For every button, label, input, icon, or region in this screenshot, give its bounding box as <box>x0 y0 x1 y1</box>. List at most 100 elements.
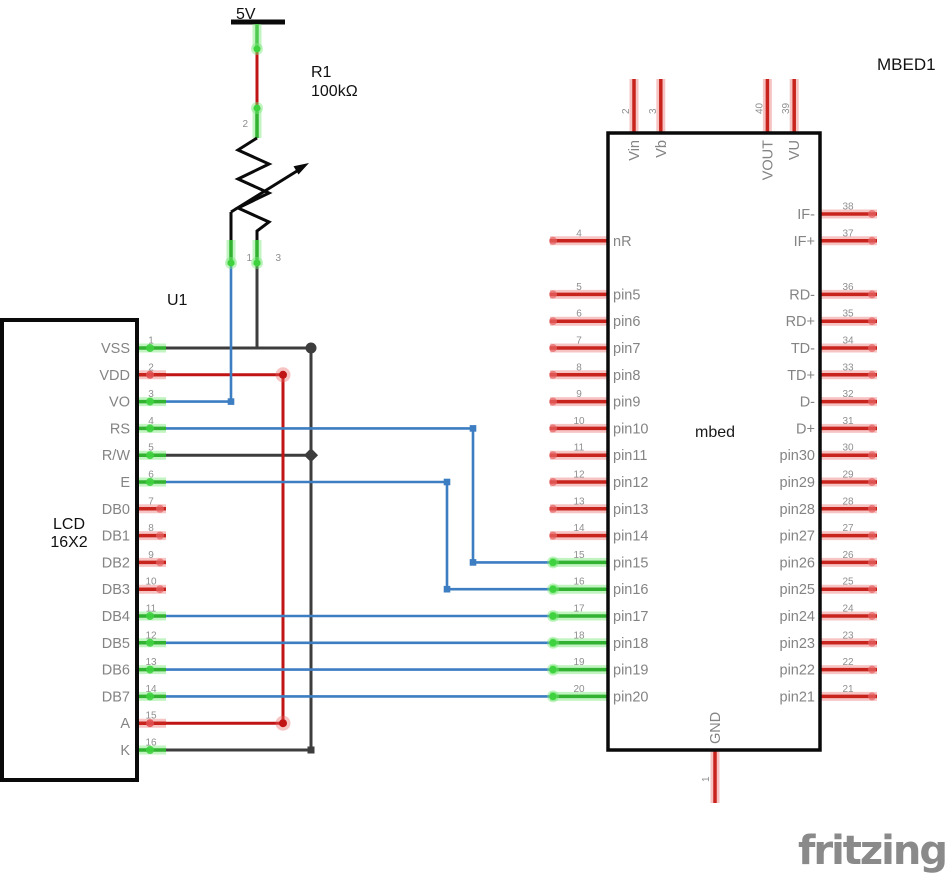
pin-number: 2 <box>621 108 632 114</box>
pin-label: GND <box>708 712 724 744</box>
wire-junction-diamond <box>303 448 319 463</box>
wire-bendpoint <box>443 478 451 486</box>
pin-number: 18 <box>573 630 585 641</box>
pin-connection-node <box>156 531 164 540</box>
wire-junction-dot-red <box>279 719 287 728</box>
pin-connection-node <box>156 585 164 594</box>
lcd-ref-label: U1 <box>167 292 188 309</box>
pin-label: pin12 <box>613 475 648 491</box>
mbed-ref-label: MBED1 <box>877 55 936 74</box>
pin-number: 17 <box>573 604 585 615</box>
pin-label: pin6 <box>613 314 640 330</box>
pin-label: pin11 <box>613 448 647 464</box>
pin-label: pin9 <box>613 395 640 411</box>
connection-node <box>549 639 557 647</box>
pin-number: 34 <box>842 336 854 347</box>
lcd-name-line2: 16X2 <box>50 534 87 551</box>
pin-label: E <box>120 475 130 491</box>
pin-label: pin24 <box>780 609 815 625</box>
pot-resistor-zigzag <box>234 136 273 240</box>
connection-node <box>227 259 235 267</box>
pin-label: pin22 <box>780 663 815 679</box>
pin-number: 7 <box>576 336 582 347</box>
connection-node <box>549 612 557 620</box>
pin-label: RD- <box>789 287 815 303</box>
pin-connection-node <box>868 317 876 326</box>
pin-connection-node <box>868 504 876 513</box>
mbed-label: mbed <box>695 424 735 441</box>
pin-number: 22 <box>842 657 854 668</box>
pin-label: DB6 <box>102 663 130 679</box>
wire-blue <box>152 265 233 403</box>
pin-connection-node <box>868 344 876 352</box>
pin-number: 37 <box>842 228 854 239</box>
pin-label: D+ <box>796 421 815 437</box>
pin-connection-node <box>146 612 154 620</box>
pin-text-layer: 1VSS2VDD3VO4RS5R/W6E7DB08DB19DB210DB311D… <box>99 102 854 782</box>
pot-wiper-arrow-line <box>230 169 298 214</box>
pin-label: Vb <box>654 140 670 158</box>
pin-number: 25 <box>842 577 854 588</box>
pin-label: A <box>120 716 130 732</box>
pin-number: 28 <box>842 496 854 507</box>
junction-layer <box>225 43 559 754</box>
pin-number: 11 <box>574 443 585 454</box>
pin-label: Vin <box>627 140 643 161</box>
pin-label: pin8 <box>613 368 640 384</box>
pin-connection-node <box>156 504 164 513</box>
pin-number: 8 <box>576 362 582 373</box>
pin-label: pin21 <box>780 689 815 705</box>
wire-layer <box>140 49 553 752</box>
pin-label: VU <box>787 140 803 160</box>
pin-number: 4 <box>148 416 154 427</box>
pin-connection-node <box>146 478 154 486</box>
pin-number: 11 <box>146 604 157 615</box>
pin-connection-node <box>549 317 557 326</box>
pin-number: 10 <box>145 577 157 588</box>
pin-label: VSS <box>101 341 130 357</box>
pin-label: K <box>120 743 130 759</box>
pin-connection-node <box>549 236 557 245</box>
pin-connection-node <box>146 397 154 406</box>
pin-connection-node <box>868 478 876 486</box>
pin-number: 21 <box>842 684 854 695</box>
pin-number: 1 <box>148 336 154 347</box>
connection-node <box>253 45 261 53</box>
pin-number: 16 <box>573 577 585 588</box>
pin-number: 6 <box>148 470 154 481</box>
pin-label: pin20 <box>613 689 648 705</box>
connection-node <box>253 104 261 112</box>
pin-connection-node <box>146 638 154 647</box>
pin-connection-node <box>146 370 154 379</box>
pin-number: 14 <box>573 523 585 534</box>
connection-node <box>549 666 557 674</box>
pin-connection-node <box>868 531 876 540</box>
pin-number: 36 <box>842 282 854 293</box>
pin-number: 32 <box>842 389 854 400</box>
lcd-component-body <box>0 318 139 782</box>
pin-label: pin30 <box>780 448 815 464</box>
pin-label: IF+ <box>794 234 815 250</box>
pot-wiper-arrowhead <box>293 163 309 175</box>
pin-connection-node <box>549 531 557 540</box>
pin-label: pin10 <box>613 421 648 437</box>
pot-ref-label: R1 <box>311 64 332 81</box>
pin-label: R/W <box>102 448 131 464</box>
pin-number: 3 <box>648 108 659 114</box>
pin-connection-node <box>549 397 557 406</box>
pin-label: pin28 <box>780 502 815 518</box>
pin-label: D- <box>800 395 815 411</box>
pin-connection-node <box>146 424 154 433</box>
mbed-component-body <box>606 131 822 752</box>
pin-number: 20 <box>573 684 585 695</box>
pin-number: 40 <box>754 102 765 114</box>
wire-blue <box>152 480 553 591</box>
pin-label: pin26 <box>780 555 815 571</box>
pin-number: 13 <box>573 496 585 507</box>
pin-label: VOUT <box>760 140 776 180</box>
pot-pin-number-2: 2 <box>242 119 248 130</box>
pin-label: pin16 <box>613 582 648 598</box>
pin-label: DB4 <box>102 609 130 625</box>
